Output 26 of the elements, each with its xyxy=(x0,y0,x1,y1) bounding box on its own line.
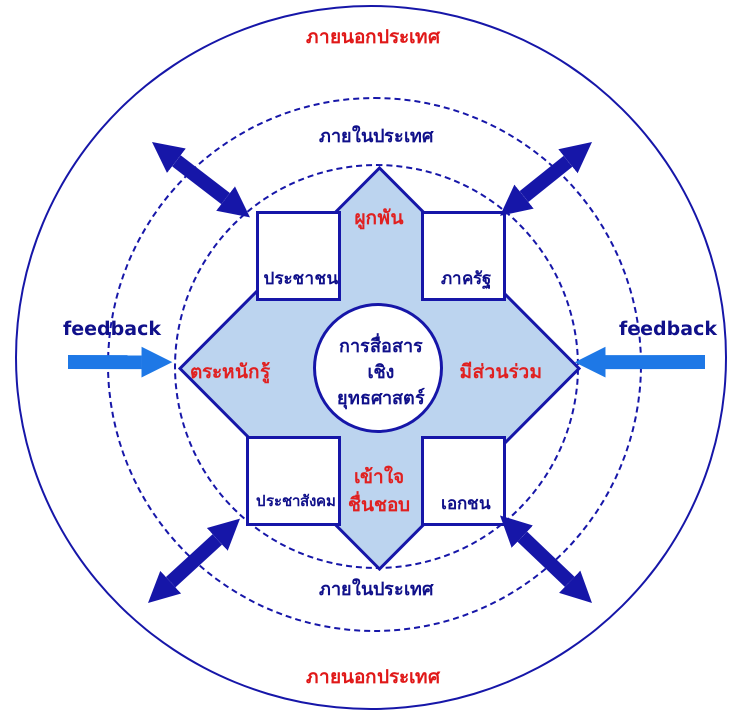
label-text: ผูกพัน xyxy=(354,206,404,232)
group-box xyxy=(421,436,506,526)
edge-label: feedback xyxy=(619,318,717,340)
group-box xyxy=(246,436,341,526)
double-arrow xyxy=(500,515,592,603)
group-box xyxy=(256,211,341,301)
label-text: ประชาสังคม xyxy=(256,491,336,512)
label-text: ภายนอกประเทศ xyxy=(306,25,440,50)
outer-circle xyxy=(15,5,727,710)
group-box xyxy=(421,211,506,301)
label-text: ประชาชน xyxy=(264,268,338,291)
double-arrow xyxy=(152,142,250,218)
label-text: มีส่วนร่วม xyxy=(460,360,542,385)
label-text: ภายนอกประเทศ xyxy=(306,665,440,690)
label-text: ตระหนักรู้ xyxy=(190,360,270,386)
label-text: ภายในประเทศ xyxy=(319,124,433,149)
arrow xyxy=(574,346,705,378)
label-text: ภาครัฐ xyxy=(441,268,491,291)
double-arrow xyxy=(500,142,592,216)
label-text: เอกชน xyxy=(441,493,491,516)
double-arrow xyxy=(148,518,240,603)
label-text: การสื่อสาร เชิงยุทธศาสตร์ xyxy=(331,334,431,412)
arrow xyxy=(68,346,172,378)
label-text: ภายในประเทศ xyxy=(319,577,433,602)
label-text: เข้าใจ ชื่นชอบ xyxy=(347,464,411,518)
edge-label: feedback xyxy=(63,318,161,340)
